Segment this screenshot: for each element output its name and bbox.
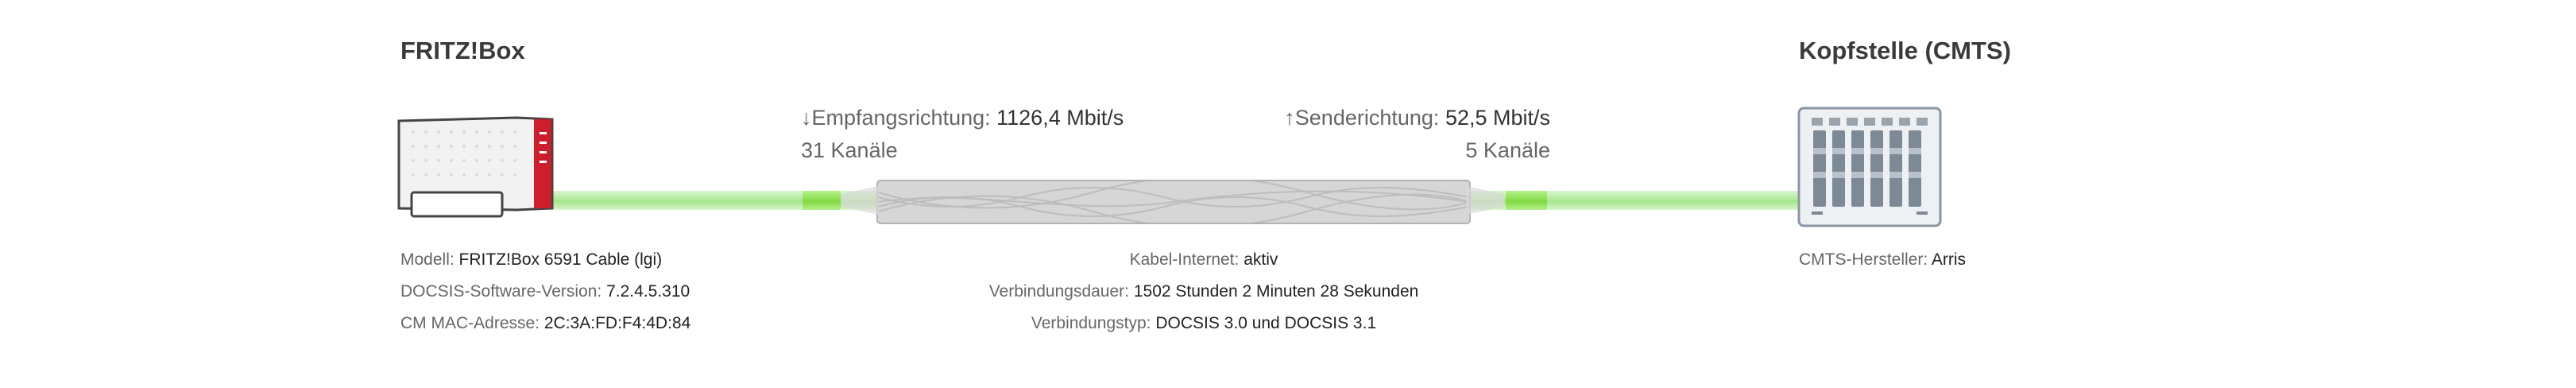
mac-address-row: CM MAC-Adresse: 2C:3A:FD:F4:4D:84	[400, 314, 691, 332]
cable-bundle-icon	[878, 181, 1469, 223]
cable-flare-right-icon	[1466, 186, 1504, 215]
down-arrow-icon: ↓	[801, 106, 812, 130]
cmts-info: CMTS-Hersteller: Arris	[1799, 244, 1966, 276]
fritzbox-title: FRITZ!Box	[400, 37, 525, 64]
model-row: Modell: FRITZ!Box 6591 Cable (lgi)	[400, 250, 663, 269]
cable-flare-left-icon	[841, 186, 879, 215]
cmts-vendor-row: CMTS-Hersteller: Arris	[1799, 250, 1967, 269]
upstream-rate: 52,5 Mbit/s	[1445, 106, 1550, 130]
connection-type-value: DOCSIS 3.0 und DOCSIS 3.1	[1155, 314, 1377, 332]
docsis-version-value: 7.2.4.5.310	[606, 282, 690, 301]
cable-internet-row: Kabel-Internet: aktiv	[1129, 250, 1278, 269]
up-arrow-icon: ↑	[1284, 106, 1295, 130]
cable-active-right	[1506, 191, 1547, 210]
cable-active-left	[803, 191, 841, 210]
upstream-label: ↑Senderichtung: 52,5 Mbit/s	[1284, 106, 1550, 130]
model-value: FRITZ!Box 6591 Cable (lgi)	[458, 250, 663, 269]
mac-address-value: 2C:3A:FD:F4:4D:84	[543, 314, 691, 332]
cmts-vendor-value: Arris	[1931, 250, 1967, 269]
connection-duration-value: 1502 Stunden 2 Minuten 28 Sekunden	[1133, 282, 1419, 301]
upstream-channels: 5 Kanäle	[1465, 138, 1550, 162]
connection-info: Kabel-Internet: aktiv Verbindungsdauer: …	[842, 244, 1565, 340]
cmts-title: Kopfstelle (CMTS)	[1799, 37, 2011, 64]
connection-type-row: Verbindungstyp: DOCSIS 3.0 und DOCSIS 3.…	[1031, 314, 1377, 332]
cable-bundle	[876, 180, 1471, 224]
docsis-version-row: DOCSIS-Software-Version: 7.2.4.5.310	[400, 282, 690, 301]
downstream-label: ↓Empfangsrichtung: 1126,4 Mbit/s	[801, 106, 1124, 130]
cable-internet-status: aktiv	[1244, 250, 1278, 269]
cmts-server-icon	[1797, 107, 1942, 227]
downstream-rate: 1126,4 Mbit/s	[996, 106, 1124, 130]
fritzbox-router-icon	[397, 116, 554, 218]
cable-line-right	[1547, 191, 1800, 210]
fritzbox-info: Modell: FRITZ!Box 6591 Cable (lgi) DOCSI…	[400, 244, 690, 340]
connection-duration-row: Verbindungsdauer: 1502 Stunden 2 Minuten…	[988, 282, 1419, 301]
cable-line-left	[548, 191, 803, 210]
downstream-channels: 31 Kanäle	[801, 138, 898, 162]
